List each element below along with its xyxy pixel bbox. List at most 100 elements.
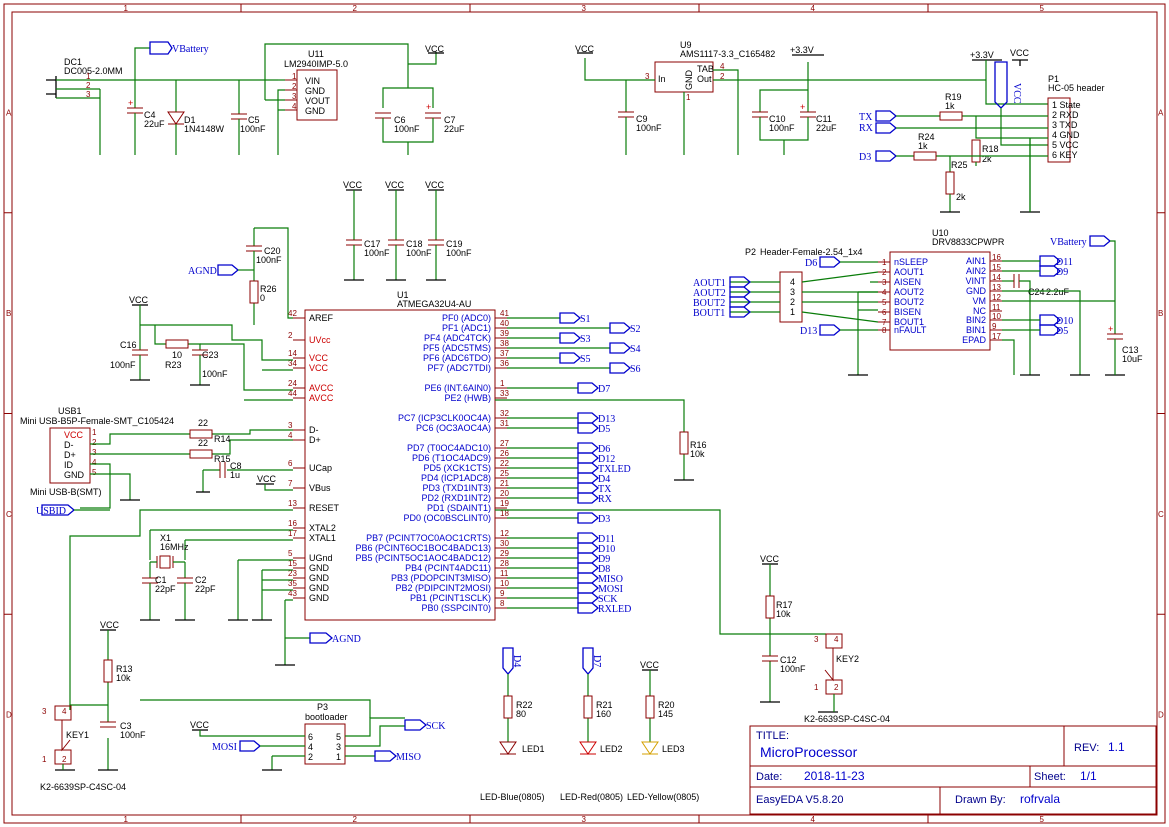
svg-text:TITLE:: TITLE:	[756, 730, 789, 742]
mcu-pin-label: PC6 (OC3AOC4A)	[416, 423, 491, 433]
net-label: D11	[598, 534, 615, 545]
svg-text:160: 160	[596, 709, 611, 719]
svg-text:VIN: VIN	[305, 76, 320, 86]
svg-text:2k: 2k	[956, 192, 966, 202]
svg-text:VCC: VCC	[1011, 83, 1022, 104]
mcu-pin-number: 35	[288, 579, 297, 588]
net-label: D10	[598, 544, 615, 555]
driver-pin-label: AOUT2	[894, 287, 924, 297]
svg-text:100nF: 100nF	[780, 664, 806, 674]
svg-text:22uF: 22uF	[444, 124, 465, 134]
driver-pin-number: 11	[992, 303, 1001, 312]
mcu-pin-label: PB5 (PCINT5OC1AOC4BADC12)	[355, 553, 491, 563]
driver-pin-label: AISEN	[894, 277, 921, 287]
mcu-pin-number: 20	[500, 489, 509, 498]
mcu-pin-label: PF6 (ADC6TDO)	[423, 353, 491, 363]
svg-text:1k: 1k	[918, 141, 928, 151]
svg-text:2: 2	[308, 752, 313, 762]
svg-text:4: 4	[720, 62, 725, 71]
svg-text:HC-05 header: HC-05 header	[1048, 83, 1105, 93]
dc1-ref: DC1	[64, 57, 82, 67]
frame-row-label: B	[1158, 309, 1163, 318]
svg-text:100nF: 100nF	[240, 124, 266, 134]
mcu-pin-number: 22	[500, 459, 509, 468]
svg-text:R16: R16	[690, 440, 707, 450]
mcu-pin-label: D+	[309, 435, 321, 445]
svg-text:1k: 1k	[945, 101, 955, 111]
svg-text:22pF: 22pF	[195, 584, 216, 594]
svg-text:D+: D+	[64, 450, 76, 460]
svg-text:K2-6639SP-C4SC-04: K2-6639SP-C4SC-04	[804, 714, 890, 724]
svg-text:VCC: VCC	[343, 180, 363, 190]
svg-text:U9: U9	[680, 40, 692, 50]
mcu-pin-number: 1	[500, 379, 505, 388]
svg-text:VCC: VCC	[425, 44, 445, 54]
svg-text:D13: D13	[800, 326, 817, 337]
frame-row-label: B	[6, 309, 11, 318]
svg-text:80: 80	[516, 709, 526, 719]
mcu-pin-label: XTAL1	[309, 533, 336, 543]
driver-pin-label: VM	[973, 296, 987, 306]
svg-text:10uF: 10uF	[1122, 354, 1143, 364]
net-flag	[559, 352, 582, 364]
mcu-pin-number: 21	[500, 479, 509, 488]
svg-text:2: 2	[62, 755, 67, 764]
mcu-pin-label: RESET	[309, 503, 340, 513]
frame-row-label: D	[6, 711, 12, 720]
svg-text:3: 3	[814, 635, 819, 644]
svg-text:0: 0	[260, 293, 265, 303]
net-flag	[559, 332, 582, 344]
mcu-pin-label: UGnd	[309, 553, 333, 563]
net-label: SCK	[598, 594, 618, 605]
svg-text:D1: D1	[184, 115, 196, 125]
mcu-pin-number: 18	[500, 509, 509, 518]
svg-text:C18: C18	[406, 239, 423, 249]
svg-text:R17: R17	[776, 600, 793, 610]
svg-text:D6: D6	[805, 258, 817, 269]
mcu-pin-number: 39	[500, 329, 509, 338]
net-flag	[609, 342, 632, 354]
svg-text:22: 22	[198, 418, 208, 428]
mcu-pin-label: PB1 (PCINT1SCLK)	[410, 593, 491, 603]
mcu-pin-number: 36	[500, 359, 509, 368]
net-label: D6	[598, 444, 610, 455]
net-flag	[577, 602, 600, 614]
mcu-pin-number: 44	[288, 389, 297, 398]
net-flag	[577, 562, 600, 574]
net-flag	[577, 412, 600, 424]
svg-text:100nF: 100nF	[120, 730, 146, 740]
mcu-pin-number: 10	[500, 579, 509, 588]
svg-text:P2: P2	[745, 247, 756, 257]
driver-pin-number: 8	[882, 326, 887, 335]
svg-text:VBattery: VBattery	[1050, 237, 1087, 248]
svg-text:1: 1	[292, 72, 297, 81]
net-label: D4	[598, 474, 610, 485]
svg-text:VCC: VCC	[1010, 48, 1030, 58]
svg-text:RX: RX	[859, 123, 874, 134]
svg-text:C24: C24	[1028, 287, 1045, 297]
svg-text:Drawn By:: Drawn By:	[955, 794, 1006, 806]
driver-pin-label: AIN2	[966, 266, 986, 276]
svg-text:10k: 10k	[116, 673, 131, 683]
mcu-pin-number: 19	[500, 499, 509, 508]
svg-text:VCC: VCC	[129, 295, 149, 305]
svg-text:1: 1	[814, 683, 819, 692]
mcu-pin-number: 15	[288, 559, 297, 568]
net-flag	[609, 322, 632, 334]
svg-text:GND: GND	[305, 86, 326, 96]
svg-text:TX: TX	[859, 112, 873, 123]
frame-col-label: 2	[353, 4, 358, 13]
p2-pin-number: 1	[790, 307, 795, 317]
driver-pin-number: 4	[882, 288, 887, 297]
driver-pin-number: 13	[992, 283, 1001, 292]
svg-text:4: 4	[292, 102, 297, 111]
svg-text:C9: C9	[636, 114, 648, 124]
mcu-pin-number: 12	[500, 529, 509, 538]
mcu-pin-label: PF7 (ADC7TDI)	[427, 363, 491, 373]
svg-text:TAB: TAB	[697, 64, 714, 74]
svg-text:P3: P3	[317, 702, 328, 712]
mcu-pin-label: PE2 (HWB)	[444, 393, 491, 403]
svg-text:VCC: VCC	[385, 180, 405, 190]
mcu-pin-label: GND	[309, 583, 330, 593]
